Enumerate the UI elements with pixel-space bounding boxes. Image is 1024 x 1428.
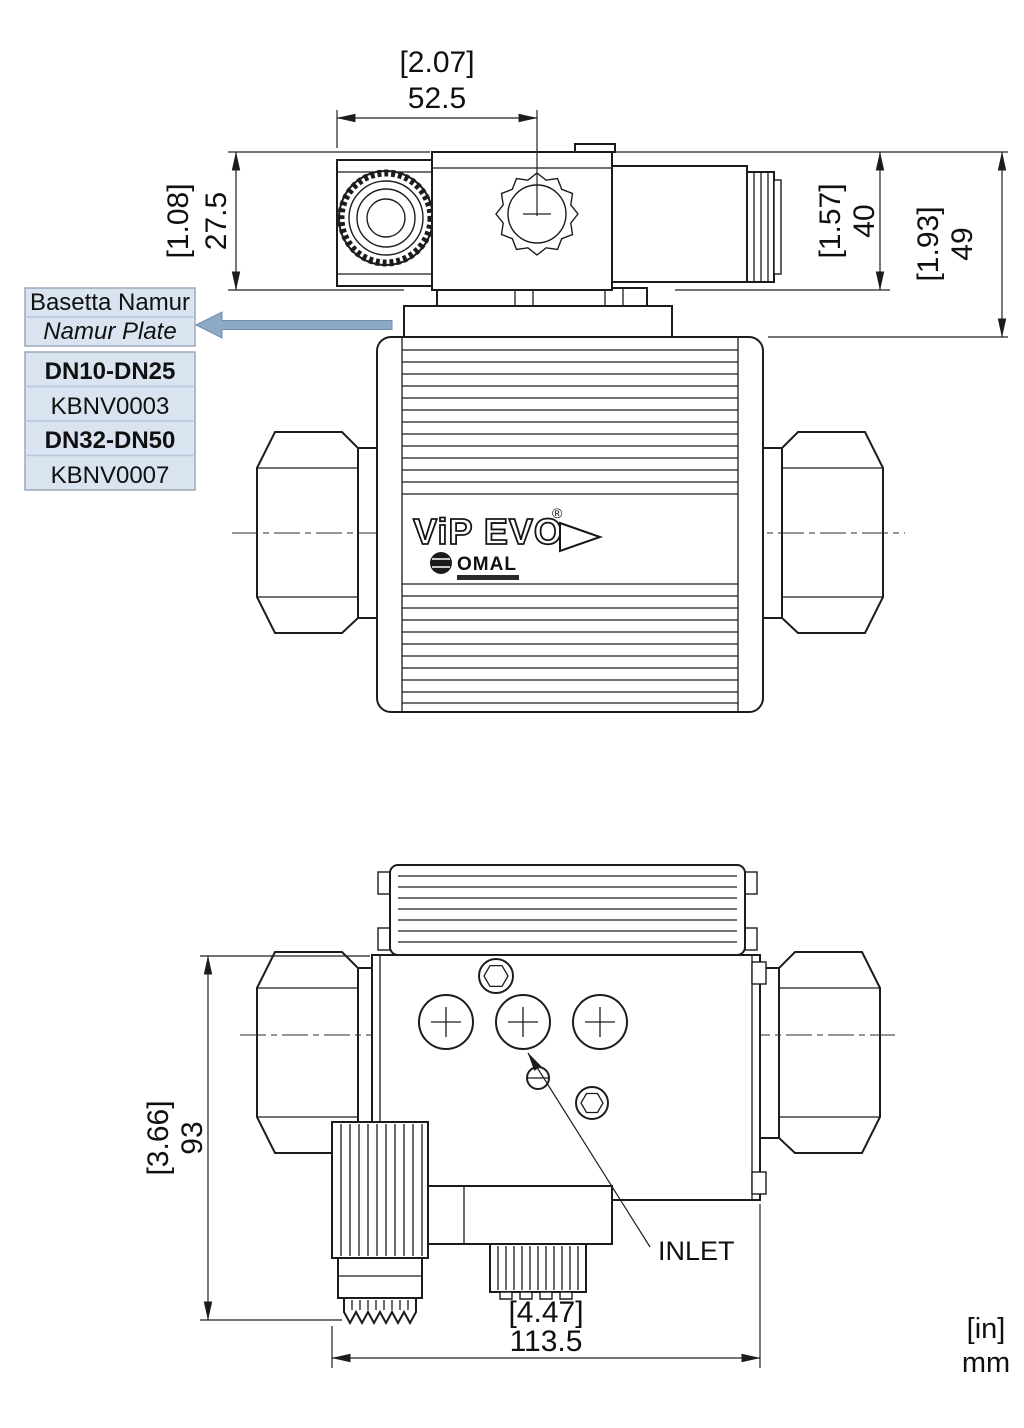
- units-mm-label: mm: [962, 1347, 1010, 1379]
- dim-overall-height-mm: 49: [946, 227, 979, 260]
- callout-name-it: Basetta Namur: [30, 289, 190, 316]
- dim-front-width-in: [4.47]: [508, 1296, 583, 1329]
- pilot-solenoid-valve: [336, 143, 782, 291]
- brand-logo: ViP EVO ® OMAL: [412, 505, 604, 580]
- dim-solenoid-height-mm: 27.5: [200, 192, 233, 250]
- connector-end-cap: [746, 171, 782, 283]
- namur-port-center: [495, 994, 551, 1050]
- dim-top-width-in: [2.07]: [399, 46, 474, 79]
- inlet-label: INLET: [658, 1236, 735, 1266]
- brand-tagline-bar: [457, 575, 519, 580]
- manual-override-knob: [337, 169, 435, 267]
- units-legend: [in] mm: [962, 1313, 1010, 1379]
- actuator-body: [376, 336, 764, 713]
- callout-range-2: DN32-DN50: [45, 427, 176, 454]
- units-inches-label: [in]: [967, 1313, 1006, 1345]
- socket-screw-lower: [575, 1086, 609, 1120]
- side-view: ViP EVO ® OMAL: [232, 143, 905, 713]
- brand-name-text: OMAL: [457, 554, 517, 575]
- coil-ribbed-body: [489, 1243, 587, 1300]
- actuator-ribs: [402, 349, 738, 704]
- actuator-front-block: [371, 954, 767, 1201]
- namur-port-left: [418, 994, 474, 1050]
- registered-mark: ®: [552, 505, 563, 521]
- valve-end-right-front: [759, 951, 881, 1154]
- solenoid-knurled-body: [331, 1121, 429, 1259]
- dim-pilot-height-mm: 40: [848, 204, 881, 237]
- side-view-dimensions: [2.07] 52.5 [1.08] 27.5 [1.57] 40 [1.93]…: [162, 46, 1008, 338]
- dim-overall-height-in: [1.93]: [912, 206, 945, 281]
- socket-screw-top: [478, 958, 514, 994]
- product-logo-text: ViP EVO: [413, 511, 563, 552]
- callout-name-en: Namur Plate: [43, 318, 176, 345]
- solenoid-front-assembly: [331, 1121, 613, 1326]
- namur-port-right: [572, 994, 628, 1050]
- dim-front-height-mm: 93: [176, 1121, 209, 1154]
- brand-globe-icon: [430, 552, 452, 574]
- namur-plate-callout: Basetta Namur Namur Plate DN10-DN25 KBNV…: [24, 287, 393, 491]
- dim-front-height-in: [3.66]: [142, 1100, 175, 1175]
- dim-top-width-mm: 52.5: [408, 82, 466, 115]
- front-view-dimensions: [3.66] 93 [4.47] 113.5: [142, 955, 761, 1368]
- namur-plate: [403, 287, 673, 338]
- slotted-screw: [526, 1066, 550, 1090]
- front-view: INLET: [240, 864, 895, 1326]
- logo-arrow-icon: [559, 521, 604, 553]
- inlet-callout: INLET: [527, 1052, 735, 1266]
- callout-code-2: KBNV0007: [51, 462, 170, 489]
- din-connector: [337, 1257, 423, 1326]
- dim-pilot-height-in: [1.57]: [814, 183, 847, 258]
- callout-arrow-icon: [194, 311, 393, 339]
- dim-front-width-mm: 113.5: [510, 1325, 583, 1358]
- actuator-top-front: [377, 864, 758, 956]
- callout-code-1: KBNV0003: [51, 393, 170, 420]
- dim-solenoid-height-in: [1.08]: [162, 183, 195, 258]
- callout-range-1: DN10-DN25: [45, 358, 176, 385]
